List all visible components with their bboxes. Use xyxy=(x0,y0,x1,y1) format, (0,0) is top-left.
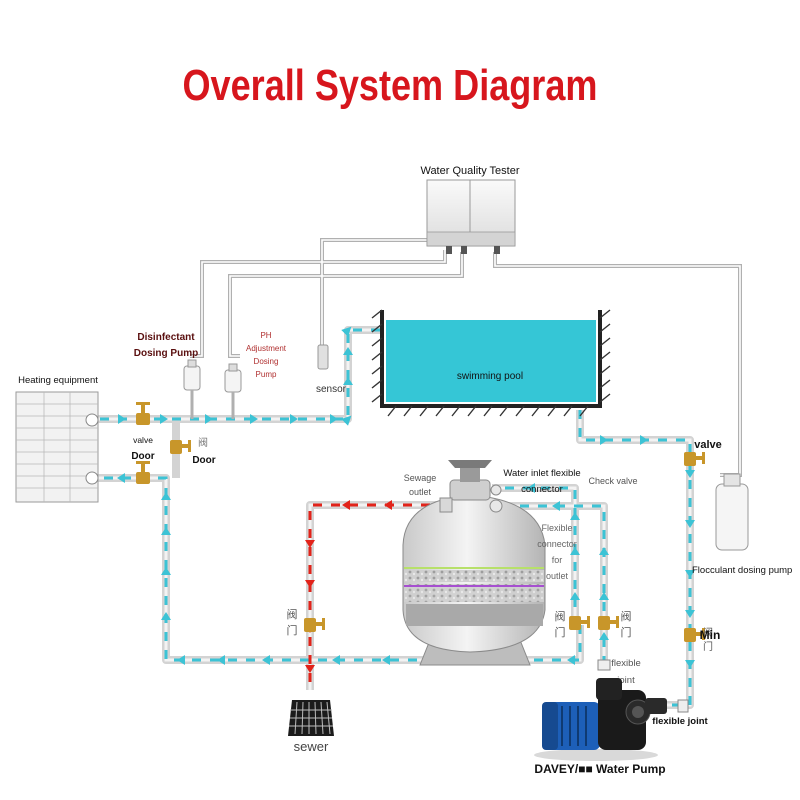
door-mid-label: Door xyxy=(192,455,215,466)
water-pump xyxy=(534,678,667,761)
valve-pool-outlet xyxy=(684,452,705,466)
valve-bypass xyxy=(170,440,191,454)
sewer-label: sewer xyxy=(294,739,329,754)
heating-equipment xyxy=(15,391,99,503)
flexible-joint-right-label: flexible joint xyxy=(652,716,708,727)
flexible-joint-label-1: flexible xyxy=(611,658,641,669)
door-mid-glyph: 阀 xyxy=(198,436,208,449)
valve-sewage xyxy=(304,618,325,632)
door-left-label: Door xyxy=(131,451,154,462)
valve-glyph-pump-1: 阀 xyxy=(621,609,632,623)
diagram-title: Overall System Diagram xyxy=(183,61,598,110)
valve-left-label: valve xyxy=(133,435,153,445)
valve-min xyxy=(684,628,705,642)
ph-label-3: Dosing xyxy=(254,357,279,366)
disinfectant-label-2: Dosing Pump xyxy=(134,348,198,359)
sand-filter-tank xyxy=(402,460,546,666)
valve-glyph-return-1: 阀 xyxy=(555,609,566,623)
min-label: Min xyxy=(700,628,721,642)
flocculant-dosing-bottle xyxy=(715,473,749,551)
ph-label-1: PH xyxy=(260,331,271,340)
valve-heating-bottom xyxy=(136,461,150,484)
valve-return xyxy=(569,616,590,630)
pump-name-label: DAVEY/■■ Water Pump xyxy=(534,762,665,776)
sewage-outlet-label-1: Sewage xyxy=(404,473,437,483)
flexible-joint-left xyxy=(597,659,611,671)
sensor xyxy=(317,344,329,370)
valve-right-label: valve xyxy=(694,439,722,451)
heating-equipment-label: Heating equipment xyxy=(18,375,98,386)
ph-label-4: Pump xyxy=(256,370,277,379)
sewer-grate xyxy=(288,700,334,736)
valve-glyph-return-2: 门 xyxy=(555,625,566,639)
valve-glyph-sewage-1: 阀 xyxy=(287,607,298,621)
valve-glyph-min-1: 阀 xyxy=(703,626,713,639)
swimming-pool-label: swimming pool xyxy=(457,371,523,382)
flex-outlet-label-4: outlet xyxy=(546,571,569,581)
sensor-label: sensor xyxy=(316,384,347,395)
water-inlet-label-2: connector xyxy=(521,484,563,495)
valve-glyph-pump-2: 门 xyxy=(621,625,632,639)
flexible-joint-right xyxy=(677,699,689,713)
flocculant-label: Flocculant dosing pump xyxy=(692,565,792,576)
disinfectant-dosing-bottle xyxy=(183,359,201,391)
valve-glyph-min-2: 门 xyxy=(703,640,713,653)
sewage-outlet-label-2: outlet xyxy=(409,487,432,497)
swimming-pool xyxy=(371,309,611,417)
valve-pump-outlet xyxy=(598,616,619,630)
disinfectant-label-1: Disinfectant xyxy=(137,332,195,343)
check-valve-label: Check valve xyxy=(588,476,637,486)
flexible-joint-label-2: joint xyxy=(616,675,635,686)
valve-heating-top xyxy=(136,402,150,425)
flex-outlet-label-1: Flexible xyxy=(541,523,572,533)
water-quality-tester-label: Water Quality Tester xyxy=(420,165,519,177)
water-inlet-label-1: Water inlet flexible xyxy=(503,468,580,479)
water-quality-tester xyxy=(426,179,516,254)
flex-outlet-label-2: connector xyxy=(537,539,577,549)
ph-dosing-bottle xyxy=(224,363,242,393)
valve-glyph-sewage-2: 门 xyxy=(287,623,298,637)
flex-outlet-label-3: for xyxy=(552,555,563,565)
ph-label-2: Adjustment xyxy=(246,344,287,353)
